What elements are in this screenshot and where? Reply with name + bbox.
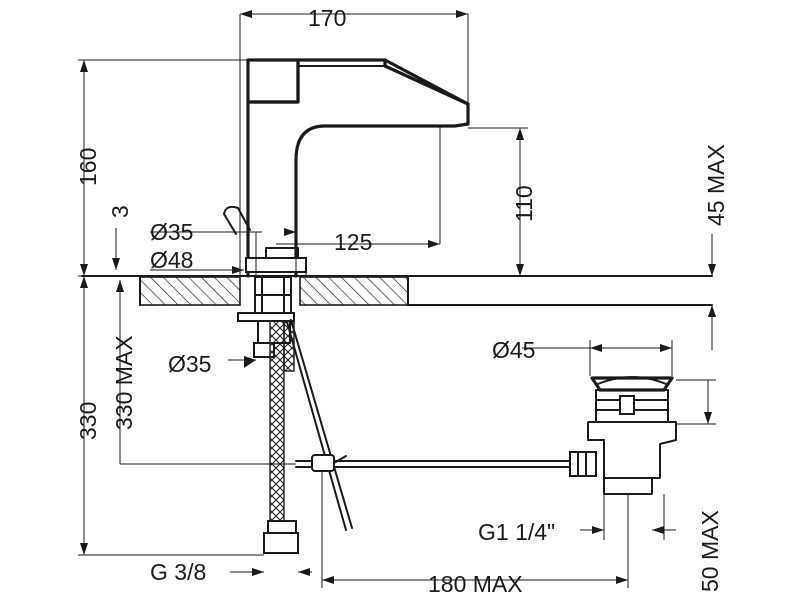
inlet-fitting — [263, 532, 299, 554]
dim-pull-rod-reach: 180 MAX — [428, 571, 523, 597]
dim-width-total: 170 — [308, 5, 346, 31]
faucet-body — [223, 58, 470, 278]
shank-and-hoses — [237, 276, 571, 554]
popup-knob — [223, 205, 251, 235]
dim-spout-height: 110 — [511, 185, 537, 222]
lever-handle — [246, 58, 300, 104]
braided-hose — [269, 320, 285, 522]
dim-shank-dia: Ø35 — [168, 351, 211, 377]
dim-waste-dia: Ø45 — [492, 337, 535, 363]
dim-waste-depth: 50 MAX — [697, 510, 723, 592]
dim-below-deck-max: 330 MAX — [111, 335, 137, 430]
dim-height-total: 160 — [75, 148, 101, 186]
dim-base-dia-small: Ø35 — [150, 219, 193, 245]
pull-rod — [290, 319, 353, 529]
dimension-labels: 170 160 110 45 MAX 3 Ø35 Ø48 125 Ø35 330… — [75, 5, 729, 597]
deck-section — [81, 275, 713, 306]
dim-inlet-thread: G 3/8 — [150, 559, 206, 585]
dim-spout-reach: 125 — [334, 229, 372, 255]
dimension-lines — [78, 10, 716, 588]
dim-deck-max: 45 MAX — [703, 144, 729, 226]
dim-base-dia-large: Ø48 — [150, 247, 193, 273]
dim-handle-gap: 3 — [107, 205, 133, 218]
rod-clamp — [311, 454, 335, 472]
waste-assembly — [569, 376, 677, 495]
base-ring — [245, 257, 307, 273]
dim-waste-thread: G1 1/4" — [478, 519, 555, 545]
waste-cap — [590, 376, 674, 392]
dim-below-deck: 330 — [75, 402, 101, 440]
